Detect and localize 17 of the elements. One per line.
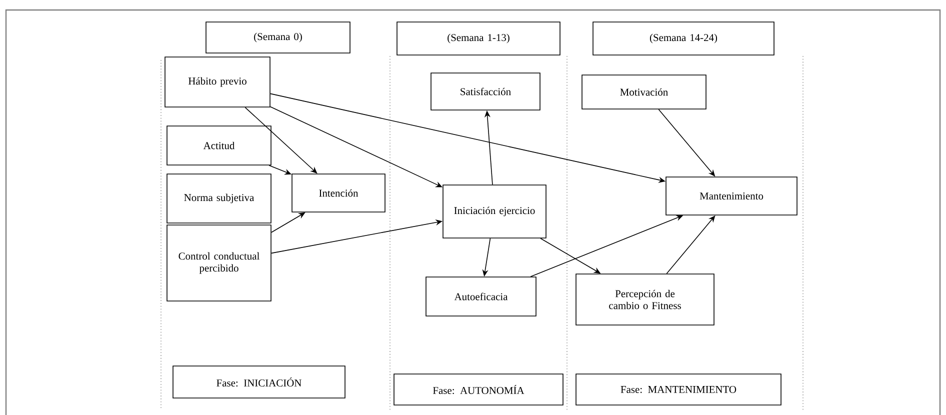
box: Actitud — [166, 126, 272, 166]
box: Iniciación ejercicio — [442, 184, 546, 238]
box: Fase: INICIACIÓN — [172, 366, 346, 398]
box: Fase: MANTENIMIENTO — [576, 374, 782, 406]
box: Motivación — [582, 74, 706, 110]
box: Percepción de cambio o Fitness — [576, 274, 714, 326]
box: (Semana 14-24) — [592, 22, 774, 56]
box: (Semana 0) — [206, 22, 350, 54]
box: Norma subjetiva — [166, 174, 272, 224]
box: Intención — [292, 174, 386, 212]
box: Fase: AUTONOMÍA — [394, 374, 564, 406]
box: Hábito previo — [164, 56, 270, 108]
box: (Semana 1-13) — [396, 22, 560, 56]
box: Autoeficacia — [426, 276, 536, 316]
box: Control conductual percibido — [166, 224, 272, 302]
box: Satisfacción — [430, 72, 540, 110]
box: Mantenimiento — [666, 176, 798, 216]
